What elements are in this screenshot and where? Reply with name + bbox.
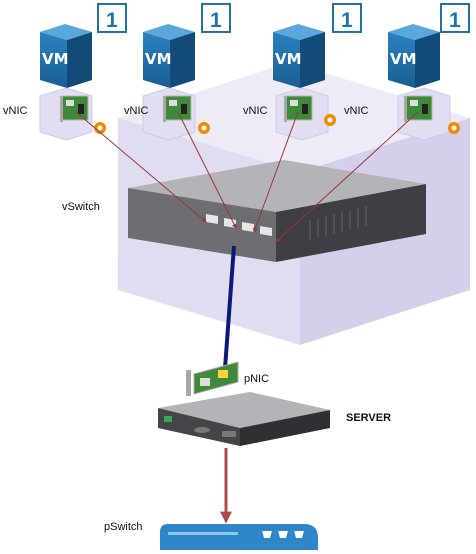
vm-2-gear-icon [198,122,210,134]
vm-1-vnic-card [39,87,93,141]
vm-3[interactable]: VM 1 vNIC [243,3,362,141]
vm-3-cube: VM [273,24,325,88]
vm-1-label: VM [42,50,69,68]
pswitch[interactable] [160,524,318,550]
vnic-link-1 [75,111,207,223]
vm-1-gear-icon [94,122,106,134]
vm-4-badge: 1 [440,3,470,33]
vm-2[interactable]: VM 1 vNIC [124,3,231,141]
vm-1-badge: 1 [97,3,127,33]
uplink-arrow [216,245,236,387]
pswitch-ports [262,531,304,538]
vswitch-vent [309,206,367,240]
server-drive-slot [194,427,210,433]
vm-3-vnic-label: vNIC [243,105,268,117]
vm-2-vnic-card [142,87,196,141]
vnic-link-4 [275,111,419,243]
vm-4-badge-number: 1 [449,9,461,32]
vm-4-cube: VM [388,24,440,88]
vm-2-cube: VM [143,24,195,88]
server-status-led [164,416,172,422]
vswitch-label: vSwitch [62,201,100,213]
vm-3-label: VM [275,50,302,68]
vm-4-gear-icon [448,122,460,134]
server[interactable] [158,392,330,446]
vm-2-vnic-label: vNIC [124,105,149,117]
vm-2-badge: 1 [201,3,231,33]
vm-3-badge-number: 1 [341,9,353,32]
pswitch-label: pSwitch [104,521,143,533]
vnic-links [75,111,419,243]
vm-2-badge-number: 1 [210,9,222,32]
vm-3-badge: 1 [332,3,362,33]
vm-1-badge-number: 1 [106,9,118,32]
vm-1-cube: VM [40,24,92,88]
vm-3-vnic-card [275,87,329,141]
vm-4[interactable]: VM 1 vNIC [344,3,470,141]
server-label: SERVER [346,412,391,424]
vm-4-vnic-card [397,87,451,141]
vm-1-vnic-label: vNIC [3,105,28,117]
vnic-link-3 [253,111,299,233]
pnic-label: pNIC [244,373,269,385]
vm-1[interactable]: VM 1 vNIC [3,3,127,141]
vm-4-label: VM [390,50,417,68]
vm-3-gear-icon [324,114,336,126]
vnic-link-2 [177,111,237,229]
pnic-card [186,361,239,396]
vm-4-vnic-label: vNIC [344,105,369,117]
vm-2-label: VM [145,50,172,68]
